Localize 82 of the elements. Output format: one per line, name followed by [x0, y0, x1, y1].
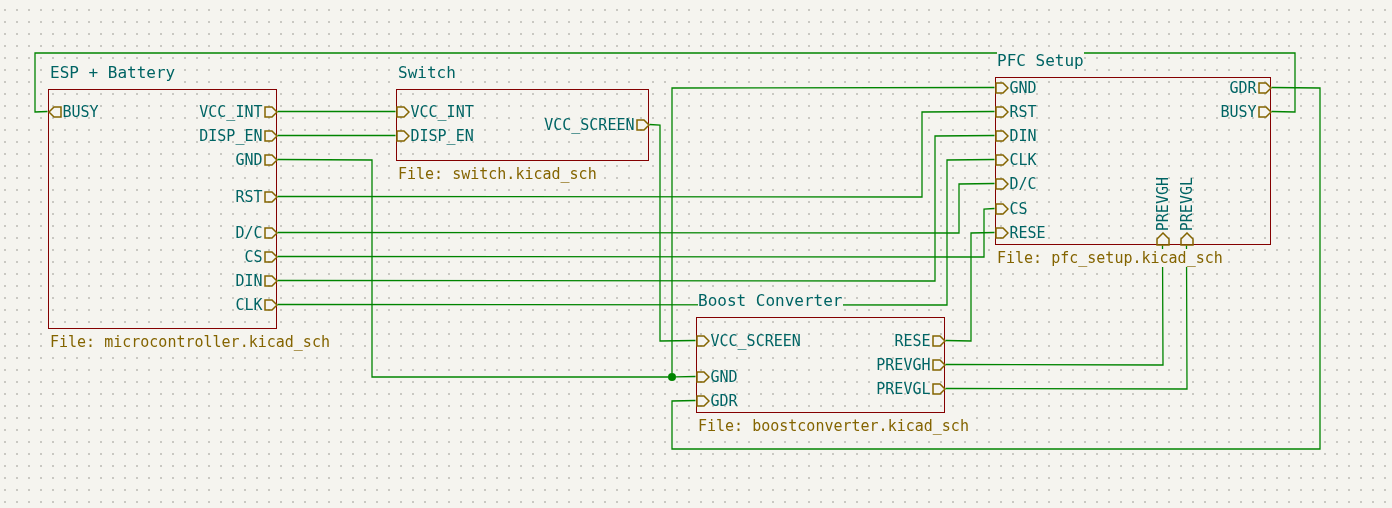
node-label: BUSY: [62, 102, 99, 121]
wire: [675, 375, 697, 378]
node-label: DISP_EN: [199, 126, 263, 145]
node-label: DISP_EN: [410, 126, 474, 145]
wire: [34, 52, 1296, 113]
sheet-pin: GDR: [695, 392, 738, 409]
node-label: DIN: [235, 271, 263, 290]
sheet-pin: GND: [994, 79, 1037, 96]
junction-dot: [668, 373, 676, 381]
sheet-pin: GND: [235, 151, 278, 168]
wire: [276, 134, 397, 137]
node-label: DIN: [1009, 126, 1037, 145]
node-label: VCC_INT: [410, 102, 474, 121]
file-name-label: File: boostconverter.kicad_sch: [698, 417, 969, 435]
sheet-pin: D/C: [235, 224, 278, 241]
wire: [944, 244, 1188, 390]
node-label: VCC_SCREEN: [544, 115, 635, 134]
wire: [276, 134, 996, 282]
file-name-label: File: microcontroller.kicad_sch: [50, 333, 330, 351]
wire: [276, 110, 996, 198]
sheet-title: ESP + Battery: [50, 63, 176, 83]
sheet-pin: RESE: [994, 224, 1046, 241]
sheet-pin: DISP_EN: [395, 127, 474, 144]
sheet-title: PFC Setup: [997, 51, 1084, 71]
node-label: CS: [244, 247, 263, 266]
wire: [671, 86, 996, 374]
sheet-pin: BUSY: [47, 103, 99, 120]
sheet-pin: DISP_EN: [199, 127, 278, 144]
sheet-pin: PREVGH: [876, 356, 946, 373]
node-label: VCC_INT: [199, 102, 263, 121]
sheet-pin: CS: [994, 200, 1028, 217]
node-label: GND: [235, 150, 263, 169]
sheet-pin: D/C: [994, 175, 1037, 192]
wire: [276, 110, 397, 113]
node-label: BUSY: [1220, 102, 1257, 121]
node-label: D/C: [235, 223, 263, 242]
sheet-pin: VCC_SCREEN: [695, 332, 801, 349]
sheet-pin: GDR: [1229, 79, 1272, 96]
wire: [671, 86, 1321, 450]
node-label: CS: [1009, 199, 1028, 218]
node-label: CLK: [235, 295, 263, 314]
wire: [276, 207, 996, 258]
sheet-title: Switch: [398, 63, 456, 83]
node-label: VCC_SCREEN: [710, 331, 801, 350]
sheet-pin: RST: [994, 103, 1037, 120]
sheet-pin: RESE: [894, 332, 946, 349]
sheet-pin: DIN: [235, 272, 278, 289]
wire: [944, 231, 996, 342]
sheet-pin: BUSY: [1220, 103, 1272, 120]
file-name-label: File: pfc_setup.kicad_sch: [997, 249, 1223, 267]
sheet-pin: PREVGL: [1178, 177, 1195, 246]
sheet-pin: CS: [244, 248, 278, 265]
wire: [276, 182, 996, 234]
sheet-pin: VCC_INT: [199, 103, 278, 120]
sheet-pin: CLK: [235, 296, 278, 313]
sheet-pin: RST: [235, 188, 278, 205]
file-name-label: File: switch.kicad_sch: [398, 165, 597, 183]
node-label: PREVGH: [876, 355, 931, 374]
node-label: RESE: [894, 331, 931, 350]
wire: [276, 158, 669, 378]
sheet-pin: PREVGL: [876, 380, 946, 397]
sheet-pin: VCC_INT: [395, 103, 474, 120]
node-label: RST: [235, 187, 263, 206]
sheet-title: Boost Converter: [698, 291, 843, 311]
node-label: D/C: [1009, 174, 1037, 193]
wire: [944, 244, 1164, 366]
sheet-pin: VCC_SCREEN: [544, 116, 650, 133]
sheet-pin: PREVGH: [1154, 177, 1171, 246]
node-label: GDR: [710, 391, 738, 410]
sheet-pin: GND: [695, 368, 738, 385]
node-label: CLK: [1009, 150, 1037, 169]
node-label: GND: [1009, 78, 1037, 97]
node-label: PREVGL: [876, 379, 931, 398]
node-label: RST: [1009, 102, 1037, 121]
sheet-pin: DIN: [994, 127, 1037, 144]
node-label: GND: [710, 367, 738, 386]
node-label: PREVGL: [1177, 177, 1196, 232]
sheet-pin: CLK: [994, 151, 1037, 168]
node-label: RESE: [1009, 223, 1046, 242]
node-label: PREVGH: [1153, 177, 1172, 232]
node-label: GDR: [1229, 78, 1257, 97]
wire: [648, 123, 697, 342]
